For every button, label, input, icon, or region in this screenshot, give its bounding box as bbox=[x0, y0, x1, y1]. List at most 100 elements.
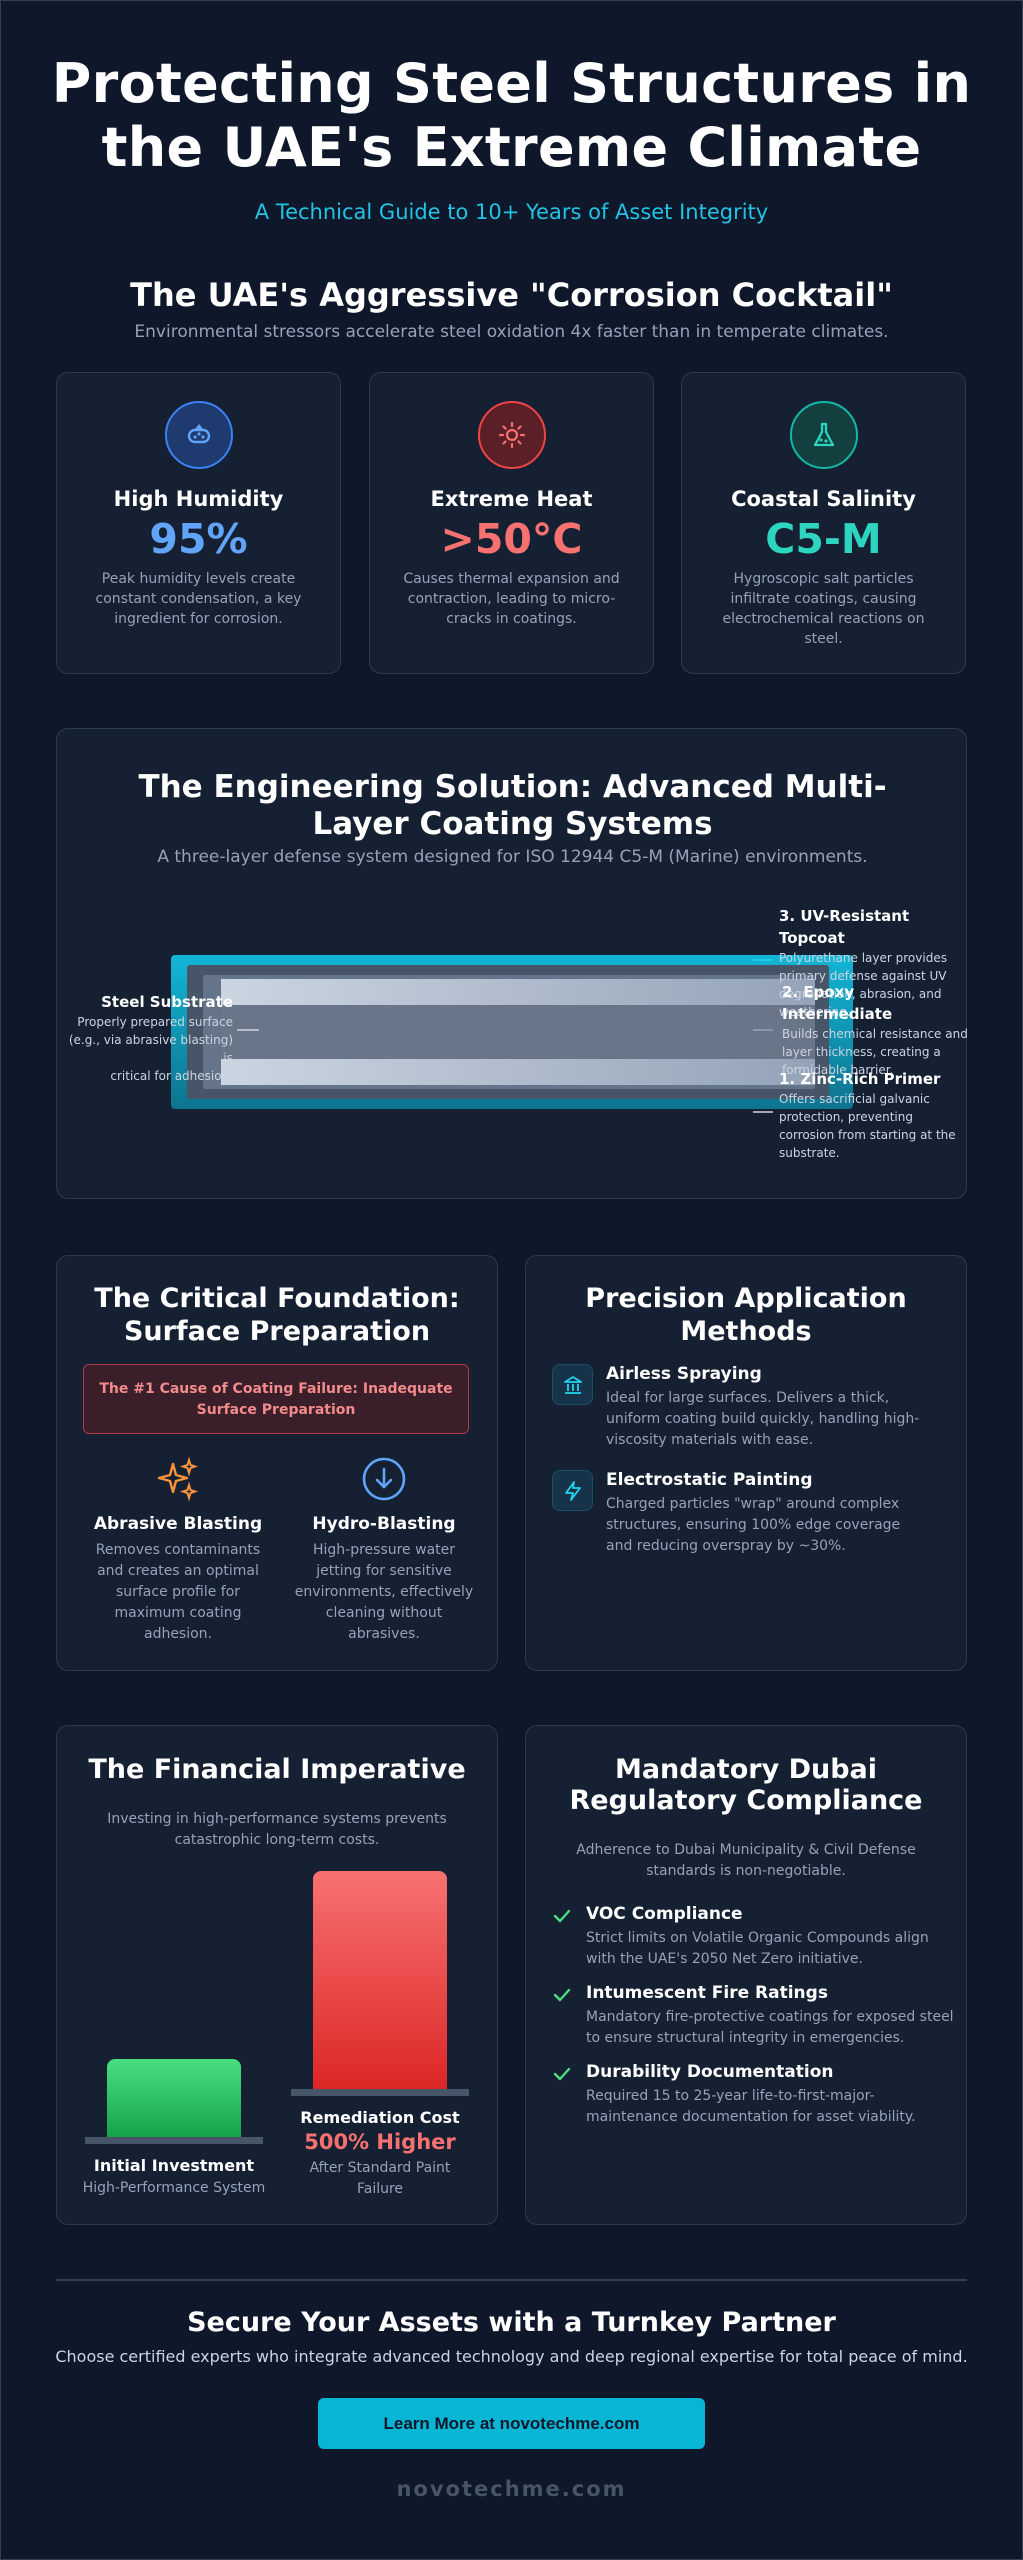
stat-desc: Causes thermal expansion and contraction… bbox=[403, 571, 620, 627]
prep-item-title: Abrasive Blasting bbox=[93, 1514, 263, 1534]
epoxy-title: Intermediate bbox=[782, 1005, 893, 1023]
compliance-item-desc: Mandatory fire-protective coatings for e… bbox=[586, 2009, 954, 2046]
bar-base bbox=[85, 2137, 263, 2144]
stat-label: Extreme Heat bbox=[430, 487, 593, 511]
prep-item-desc: Removes contaminants and creates an opti… bbox=[95, 1542, 261, 1642]
primer-desc: corrosion from starting at the bbox=[779, 1128, 956, 1142]
airless-spraying-item: Airless Spraying Ideal for large surface… bbox=[552, 1364, 962, 1454]
topcoat-label: 3. UV-Resistant Topcoat Polyurethane lay… bbox=[779, 905, 967, 1021]
remediation-cost-bar bbox=[313, 1871, 447, 2089]
primer-desc: protection, preventing bbox=[779, 1110, 913, 1124]
hydro-blasting-item: Hydro-Blasting High-pressure water jetti… bbox=[289, 1456, 479, 1645]
compliance-item-title: Durability Documentation bbox=[586, 2062, 834, 2082]
topcoat-desc: degradation, abrasion, and bbox=[779, 987, 942, 1001]
title-line-2: the UAE's Extreme Climate bbox=[101, 116, 922, 179]
salinity-card: Coastal Salinity C5-M Hygroscopic salt p… bbox=[681, 372, 966, 674]
bar-caption: After Standard Paint bbox=[309, 2160, 451, 2176]
bar-title: Initial Investment bbox=[93, 2156, 255, 2175]
compliance-title: Mandatory Dubai Regulatory Compliance bbox=[526, 1754, 966, 1816]
footer-domain: novotechme.com bbox=[396, 2477, 627, 2501]
check-icon bbox=[553, 1988, 571, 2002]
bar-highlight: 500% Higher bbox=[304, 2130, 456, 2154]
finance-intro: Investing in high-performance systems pr… bbox=[107, 1811, 447, 1848]
heat-card: Extreme Heat >50°C Causes thermal expans… bbox=[369, 372, 654, 674]
epoxy-label: 2. Epoxy Intermediate Builds chemical re… bbox=[782, 981, 968, 1079]
divider bbox=[56, 2279, 967, 2281]
compliance-title-line-1: Mandatory Dubai bbox=[614, 1754, 878, 1785]
bolt-icon bbox=[552, 1470, 593, 1511]
compliance-title-line-2: Regulatory Compliance bbox=[569, 1785, 923, 1816]
surface-prep-card: The Critical Foundation: Surface Prepara… bbox=[56, 1255, 498, 1671]
application-title-line-2: Methods bbox=[680, 1316, 812, 1347]
epoxy-desc: layer thickness, creating a bbox=[782, 1045, 941, 1059]
threats-subtitle: Environmental stressors accelerate steel… bbox=[134, 322, 889, 342]
stat-desc: Hygroscopic salt particles infiltrate co… bbox=[722, 571, 925, 647]
humidity-icon bbox=[164, 401, 233, 469]
substrate-title: Steel Substrate bbox=[101, 993, 233, 1011]
application-card: Precision Application Methods Airless Sp… bbox=[525, 1255, 967, 1671]
stat-value: 95% bbox=[149, 515, 248, 563]
initial-investment-bar bbox=[107, 2059, 241, 2137]
compliance-item-desc: Strict limits on Volatile Organic Compou… bbox=[586, 1930, 929, 1967]
substrate-desc: Properly prepared surface bbox=[77, 1015, 233, 1029]
abrasive-blasting-item: Abrasive Blasting Removes contaminants a… bbox=[83, 1456, 273, 1645]
coating-layers-diagram bbox=[171, 955, 853, 1113]
engineering-card: The Engineering Solution: Advanced Multi… bbox=[56, 728, 968, 1199]
substrate-label: Steel Substrate Properly prepared surfac… bbox=[57, 991, 233, 1085]
stat-value: >50°C bbox=[440, 515, 583, 563]
primer-desc: Offers sacrificial galvanic bbox=[779, 1092, 930, 1106]
bar-caption: High-Performance System bbox=[82, 2180, 266, 2196]
application-title-line-1: Precision Application bbox=[585, 1283, 907, 1314]
method-title: Airless Spraying bbox=[606, 1364, 762, 1384]
primer-desc: substrate. bbox=[779, 1146, 840, 1160]
learn-more-button[interactable]: Learn More at novotechme.com bbox=[318, 2398, 705, 2449]
compliance-item-desc: Required 15 to 25-year life-to-first-maj… bbox=[586, 2088, 916, 2125]
topcoat-title: 3. UV-Resistant bbox=[779, 907, 910, 925]
engineering-title-line-2: Layer Coating Systems bbox=[312, 806, 713, 842]
sparkle-icon bbox=[83, 1456, 273, 1502]
page-subtitle: A Technical Guide to 10+ Years of Asset … bbox=[254, 200, 769, 224]
compliance-item-title: VOC Compliance bbox=[586, 1904, 743, 1924]
compliance-item-title: Intumescent Fire Ratings bbox=[586, 1983, 828, 2003]
check-icon bbox=[553, 1909, 571, 1923]
stat-label: High Humidity bbox=[113, 487, 284, 511]
cta-subtitle: Choose certified experts who integrate a… bbox=[55, 2347, 968, 2366]
epoxy-title: 2. Epoxy bbox=[782, 983, 855, 1001]
steel-substrate bbox=[221, 979, 815, 1005]
surface-prep-title: The Critical Foundation: Surface Prepara… bbox=[57, 1282, 497, 1348]
cta-title: Secure Your Assets with a Turnkey Partne… bbox=[187, 2307, 836, 2338]
bar-base bbox=[291, 2089, 469, 2096]
bar-caption: Failure bbox=[356, 2181, 404, 2197]
threats-title: The UAE's Aggressive "Corrosion Cocktail… bbox=[130, 276, 893, 314]
stat-value: C5-M bbox=[765, 515, 882, 563]
humidity-card: High Humidity 95% Peak humidity levels c… bbox=[56, 372, 341, 674]
application-title: Precision Application Methods bbox=[526, 1282, 966, 1348]
hero: Protecting Steel Structures in the UAE's… bbox=[0, 52, 1023, 224]
title-line-1: Protecting Steel Structures in bbox=[51, 52, 972, 115]
water-down-icon bbox=[289, 1456, 479, 1502]
alert-text: The #1 Cause of Coating Failure: Inadequ… bbox=[99, 1381, 453, 1397]
surface-prep-title-line-2: Surface Preparation bbox=[123, 1316, 431, 1347]
topcoat-desc: weathering. bbox=[779, 1005, 851, 1019]
stat-desc: Peak humidity levels create constant con… bbox=[95, 571, 302, 627]
topcoat-title: Topcoat bbox=[779, 929, 845, 947]
electrostatic-painting-item: Electrostatic Painting Charged particles… bbox=[552, 1470, 962, 1560]
alert-text: Surface Preparation bbox=[196, 1402, 356, 1418]
prep-item-title: Hydro-Blasting bbox=[312, 1514, 456, 1534]
flask-icon bbox=[789, 401, 858, 469]
finance-title: The Financial Imperative bbox=[88, 1754, 466, 1785]
stat-label: Coastal Salinity bbox=[731, 487, 916, 511]
sun-icon bbox=[477, 401, 546, 469]
engineering-title: The Engineering Solution: Advanced Multi… bbox=[57, 769, 968, 843]
prep-item-desc: High-pressure water jetting for sensitiv… bbox=[294, 1542, 474, 1642]
building-icon bbox=[552, 1364, 593, 1405]
primer-title: 1. Zinc-Rich Primer bbox=[779, 1070, 941, 1088]
topcoat-desc: primary defense against UV bbox=[779, 969, 947, 983]
method-title: Electrostatic Painting bbox=[606, 1470, 813, 1490]
compliance-intro: Adherence to Dubai Municipality & Civil … bbox=[576, 1842, 916, 1879]
page-title: Protecting Steel Structures in the UAE's… bbox=[0, 52, 1023, 180]
finance-card: The Financial Imperative Investing in hi… bbox=[56, 1725, 498, 2225]
surface-prep-title-line-1: The Critical Foundation: bbox=[94, 1283, 460, 1314]
compliance-card: Mandatory Dubai Regulatory Compliance Ad… bbox=[525, 1725, 967, 2225]
substrate-desc: (e.g., via abrasive blasting) is bbox=[68, 1033, 233, 1065]
